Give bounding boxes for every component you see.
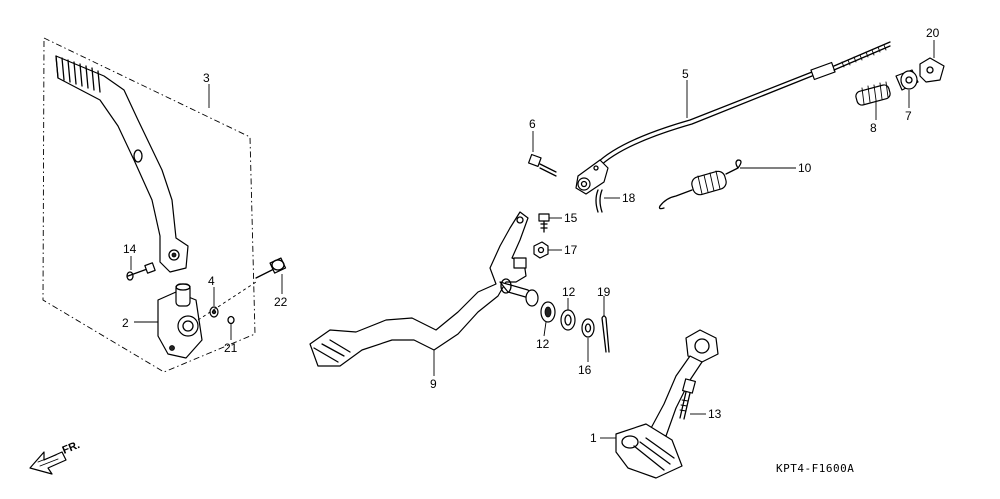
nut-17 <box>533 241 549 259</box>
callout-12-bottom: 12 <box>536 337 550 351</box>
callout-9: 9 <box>430 377 437 391</box>
washer-16 <box>581 318 595 338</box>
callout-17: 17 <box>564 243 578 257</box>
bolt-14 <box>126 262 156 281</box>
dust-seal-12b <box>560 309 576 331</box>
direction-arrow-icon: FR. <box>29 439 82 475</box>
adjusting-nut-20 <box>919 57 945 83</box>
bolt-13 <box>679 378 696 420</box>
callout-4: 4 <box>208 274 215 288</box>
dust-seal-12a <box>540 301 556 323</box>
callout-7: 7 <box>905 109 912 123</box>
assembly-frame <box>42 37 256 373</box>
joint-7 <box>895 69 919 91</box>
callout-2: 2 <box>122 316 129 330</box>
callout-12-top: 12 <box>562 285 576 299</box>
callout-6: 6 <box>529 117 536 131</box>
callout-15: 15 <box>564 211 578 225</box>
callout-14: 14 <box>123 242 137 256</box>
brake-rod <box>575 41 891 195</box>
gear-shift-pedal <box>615 329 719 479</box>
pivot-shaft <box>499 278 539 307</box>
callout-19: 19 <box>597 285 611 299</box>
brake-pedal <box>309 211 529 367</box>
kick-shaft-base <box>157 283 203 359</box>
cotter-pin-18 <box>595 189 603 213</box>
direction-label: FR. <box>61 439 82 457</box>
callout-20: 20 <box>926 26 940 40</box>
callout-13: 13 <box>708 407 722 421</box>
callout-labels: 3 2 4 14 21 22 9 6 5 10 18 15 17 12 12 1… <box>122 26 940 445</box>
kick-starter-arm <box>55 55 189 273</box>
callout-22: 22 <box>274 295 288 309</box>
callout-16: 16 <box>578 363 592 377</box>
leader-lines <box>130 40 935 439</box>
washer-21 <box>227 315 235 325</box>
callout-18: 18 <box>622 191 636 205</box>
pin-4 <box>209 306 219 318</box>
callout-1: 1 <box>590 431 597 445</box>
callout-3: 3 <box>203 71 210 85</box>
bolt-22 <box>255 257 287 279</box>
callout-10: 10 <box>798 161 812 175</box>
callout-8: 8 <box>870 121 877 135</box>
pin-6 <box>527 153 557 177</box>
cotter-pin-19 <box>601 315 610 353</box>
return-spring <box>658 159 742 210</box>
callout-5: 5 <box>682 67 689 81</box>
bolt-15 <box>538 213 550 233</box>
callout-21: 21 <box>224 341 238 355</box>
spring-8 <box>855 81 891 106</box>
diagram-code: KPT4-F1600A <box>776 462 854 475</box>
